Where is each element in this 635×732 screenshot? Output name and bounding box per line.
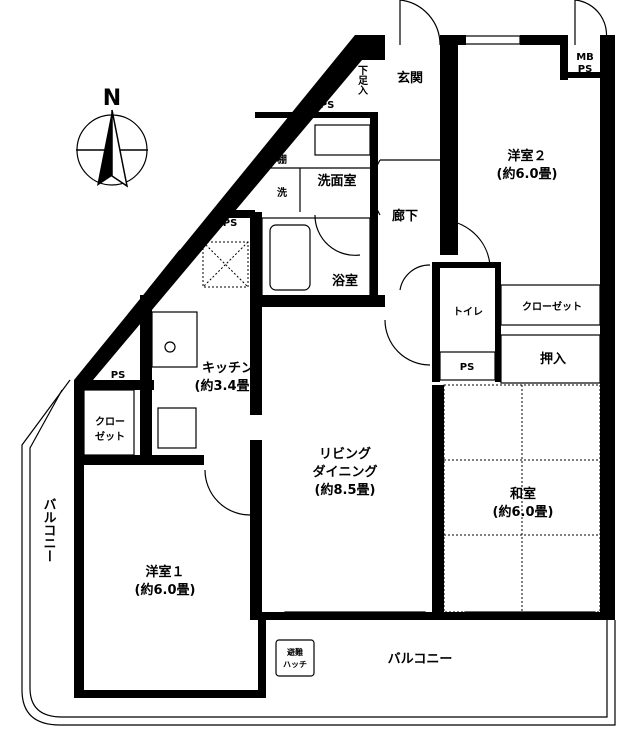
north-arrow-icon — [97, 110, 112, 186]
walls — [74, 35, 615, 698]
hatch-label-1: 避難 — [287, 647, 303, 657]
sink-icon — [151, 311, 198, 368]
balcony-bottom-label: バルコニー — [388, 652, 453, 667]
balcony-left-label: バルコニー — [41, 498, 57, 563]
ps-mb-label: PS — [578, 64, 593, 75]
fixtures — [21, 0, 616, 726]
entrance-label: 玄関 — [397, 70, 423, 86]
shoe-closet-label: 下足入 — [356, 65, 368, 96]
toilet-label: トイレ — [453, 306, 483, 318]
kitchen-name: キッチン — [202, 361, 254, 376]
ps-kitchen-label: PS — [223, 218, 238, 229]
compass: N — [76, 86, 148, 188]
north-label: N — [103, 86, 121, 111]
shelf-label: 棚 — [277, 153, 287, 166]
ps-top-label: PS — [320, 100, 335, 111]
closet1-label-1: クロー — [95, 416, 125, 428]
japanese-name: 和室 — [510, 486, 536, 502]
living-name2: ダイニング — [312, 464, 377, 480]
kitchen-size: (約3.4畳) — [195, 378, 256, 394]
hatch-label-2: ハッチ — [283, 660, 307, 669]
stove-icon — [157, 407, 197, 449]
washroom-label: 洗面室 — [317, 173, 356, 189]
western1-size: (約6.0畳) — [135, 582, 196, 598]
corridor-label: 廊下 — [392, 208, 418, 224]
bathtub-icon — [269, 224, 311, 291]
western2-name: 洋室２ — [507, 148, 546, 164]
bath-label: 浴室 — [332, 273, 358, 289]
living-name1: リビング — [319, 446, 371, 462]
western2-size: (約6.0畳) — [497, 166, 558, 182]
ps-toilet-label: PS — [460, 362, 475, 373]
room-labels: 玄関 下足入 MB PS PS PS PS PS 洗面室 洗 棚 浴室 廊下 ト… — [41, 52, 594, 669]
oshiire-label: 押入 — [540, 351, 566, 367]
ps-left-label: PS — [111, 370, 126, 381]
closet2-label: クローゼット — [522, 300, 582, 313]
mb-label: MB — [576, 52, 594, 63]
living-size: (約8.5畳) — [315, 482, 376, 498]
western1-name: 洋室１ — [145, 564, 184, 580]
wash-label: 洗 — [277, 186, 287, 199]
closet1-label-2: ゼット — [95, 430, 125, 443]
japanese-size: (約6.0畳) — [493, 504, 554, 520]
